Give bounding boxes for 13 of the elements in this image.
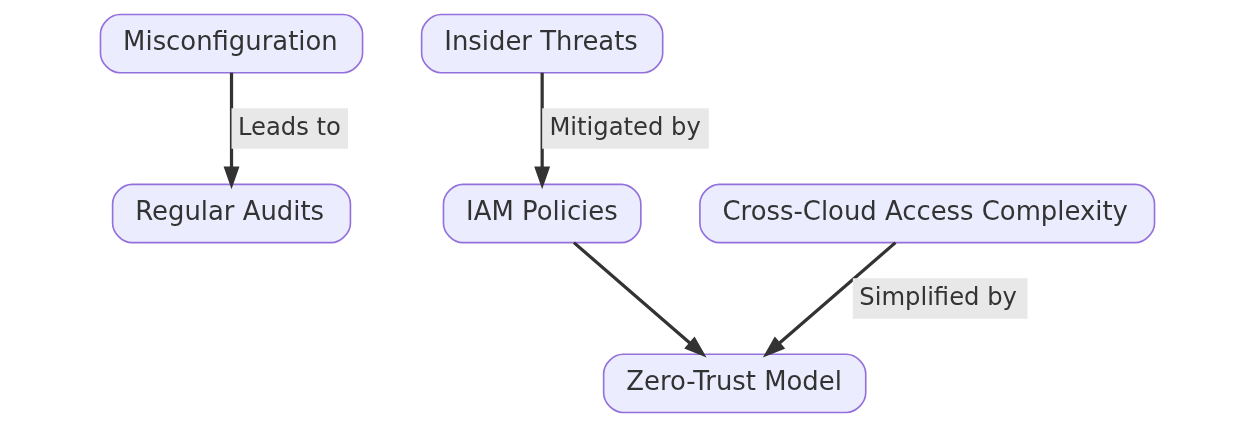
arrow: [762, 241, 896, 358]
edge-label: Leads to: [237, 112, 341, 142]
node-box: Cross-Cloud Access Complexity: [698, 183, 1155, 244]
edge-label: Mitigated by: [548, 112, 701, 142]
arrow: [223, 72, 239, 190]
node-box: IAM Policies: [442, 183, 642, 244]
node-box: Regular Audits: [111, 183, 351, 244]
node-box: Zero-Trust Model: [602, 353, 867, 414]
edge-label: Simplified by: [858, 281, 1017, 311]
arrow: [533, 72, 550, 190]
arrow: [572, 241, 707, 358]
node-box: Misconfiguration: [99, 13, 363, 74]
node-box: Insider Threats: [420, 13, 663, 74]
